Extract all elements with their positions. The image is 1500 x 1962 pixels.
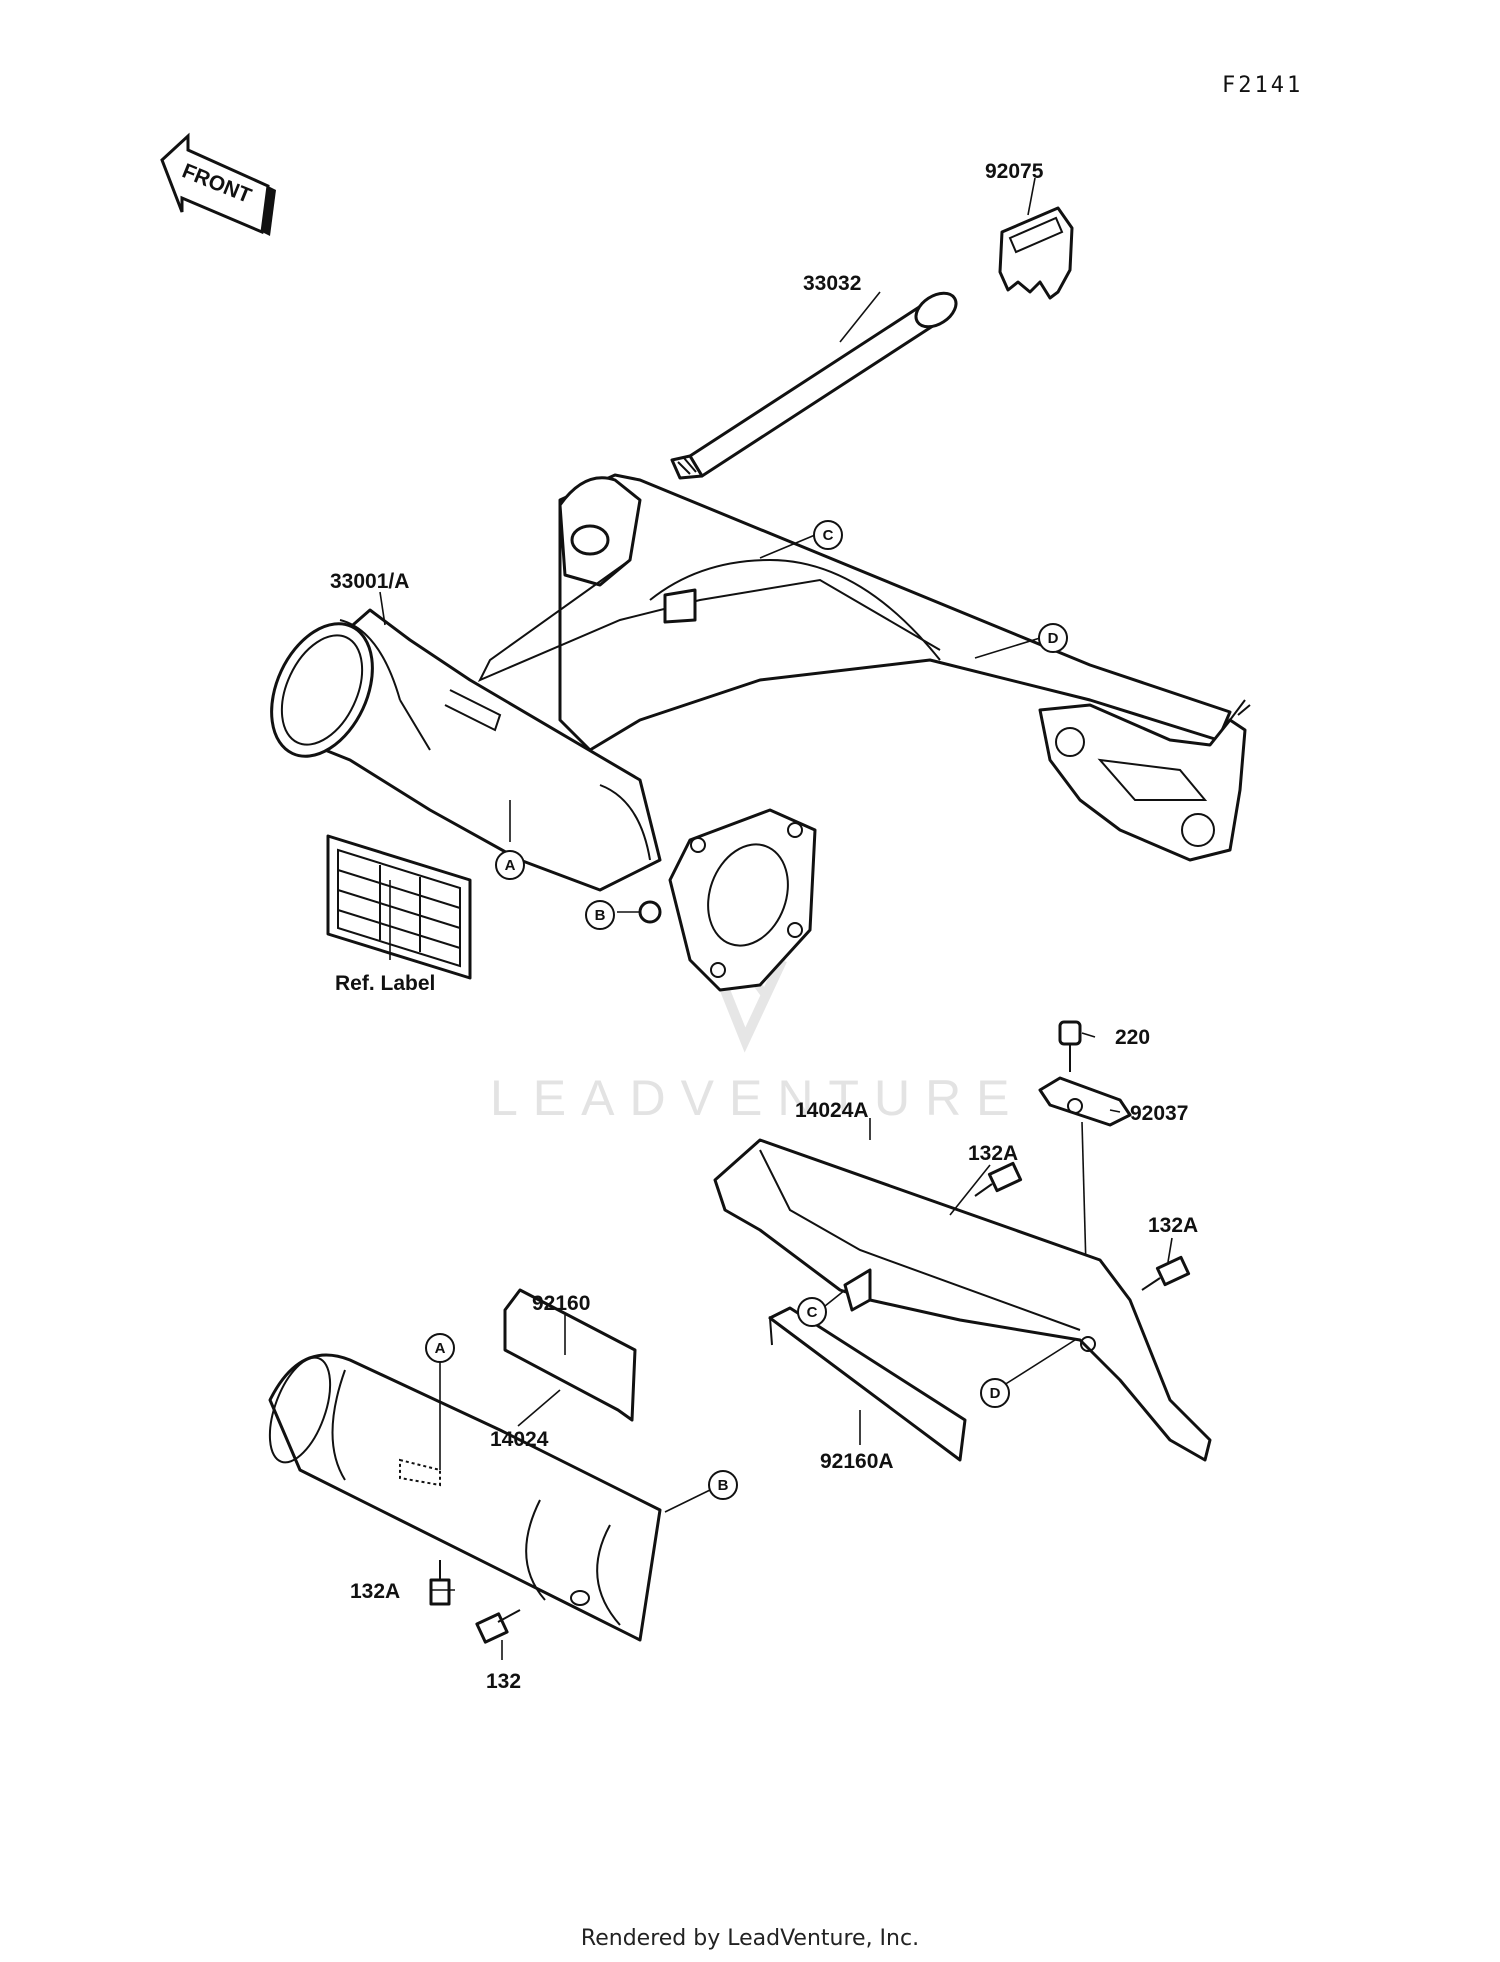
bolt-132A-top xyxy=(974,1161,1023,1197)
front-arrow-icon: FRONT xyxy=(160,132,276,236)
callout-B-upper: B xyxy=(585,900,615,930)
svg-text:B: B xyxy=(595,907,606,924)
callout-C-lower: C xyxy=(797,1297,827,1327)
label-33032: 33032 xyxy=(803,272,861,295)
chain-guard-14024A xyxy=(713,1138,1212,1462)
reference-label-plate xyxy=(326,834,472,980)
pivot-shaft-33032 xyxy=(670,291,958,480)
screw-220 xyxy=(1058,1020,1082,1072)
svg-text:A: A xyxy=(505,857,516,874)
callout-A-upper: A xyxy=(495,850,525,880)
label-92037: 92037 xyxy=(1130,1102,1188,1125)
svg-text:C: C xyxy=(823,527,834,544)
label-132: 132 xyxy=(486,1670,521,1693)
svg-text:D: D xyxy=(1048,630,1059,647)
label-ref-label: Ref. Label xyxy=(335,972,435,995)
label-33001A: 33001/A xyxy=(330,570,409,593)
svg-text:B: B xyxy=(718,1477,729,1494)
callout-C-upper: C xyxy=(813,520,843,550)
clamp-92037 xyxy=(1038,1076,1132,1341)
label-132A-top: 132A xyxy=(968,1142,1018,1165)
pad-92160 xyxy=(503,1288,637,1422)
callout-D-lower: D xyxy=(980,1378,1010,1408)
bolt-132A-right xyxy=(1141,1255,1191,1291)
callout-D-upper: D xyxy=(1038,623,1068,653)
label-92075: 92075 xyxy=(985,160,1044,183)
callout-A-lower: A xyxy=(425,1333,455,1363)
bolt-132 xyxy=(475,1609,521,1644)
svg-text:C: C xyxy=(807,1304,818,1321)
bolt-132A-left xyxy=(429,1560,451,1606)
pad-92160A xyxy=(768,1306,967,1462)
swingarm-33001 xyxy=(270,473,1251,992)
svg-text:A: A xyxy=(435,1340,446,1357)
footer-rendered-by: Rendered by LeadVenture, Inc. xyxy=(581,1926,919,1951)
watermark-text: LEADVENTURE xyxy=(490,1070,1025,1126)
callout-B-lower: B xyxy=(708,1470,738,1500)
label-92160A: 92160A xyxy=(820,1450,894,1473)
label-132A-right: 132A xyxy=(1148,1214,1198,1237)
collar-92075 xyxy=(998,206,1074,300)
label-14024: 14024 xyxy=(490,1428,549,1451)
label-14024A: 14024A xyxy=(795,1099,869,1122)
leader-lines xyxy=(379,177,1173,1660)
label-92160: 92160 xyxy=(532,1292,590,1315)
svg-text:D: D xyxy=(990,1385,1001,1402)
label-132A-left: 132A xyxy=(350,1580,400,1603)
diagram-code: F2141 xyxy=(1222,73,1303,98)
label-220: 220 xyxy=(1115,1026,1150,1049)
tube-cover-14024 xyxy=(268,1353,662,1642)
